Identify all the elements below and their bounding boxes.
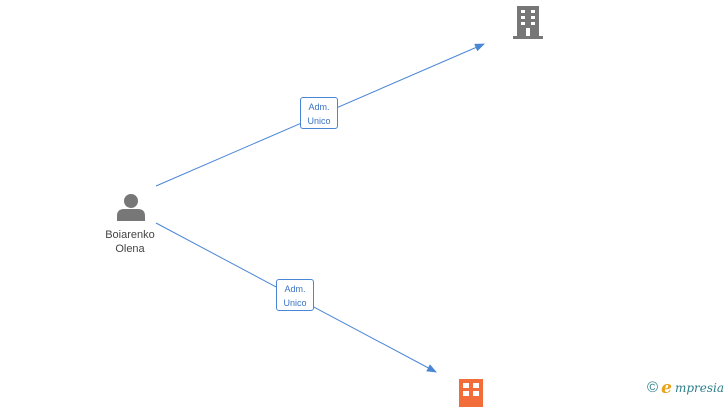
- relation-role: Adm.: [308, 102, 330, 112]
- copyright-icon: ©: [647, 379, 659, 396]
- brand-logo-text: mpresia: [674, 381, 724, 395]
- relation-label[interactable]: Adm. Unico: [276, 279, 314, 311]
- person-name-line1: Boiarenko: [105, 229, 155, 241]
- relation-type: Unico: [283, 298, 307, 308]
- person-name[interactable]: Boiarenko Olena: [90, 228, 170, 256]
- brand-logo-initial: e: [661, 378, 672, 398]
- relation-label[interactable]: Adm. Unico: [300, 97, 338, 129]
- person-name-line2: Olena: [115, 243, 145, 255]
- relation-role: Adm.: [284, 284, 306, 294]
- person-icon[interactable]: [116, 192, 146, 222]
- building-icon[interactable]: [458, 378, 484, 408]
- relation-type: Unico: [307, 116, 331, 126]
- building-icon[interactable]: [512, 5, 544, 39]
